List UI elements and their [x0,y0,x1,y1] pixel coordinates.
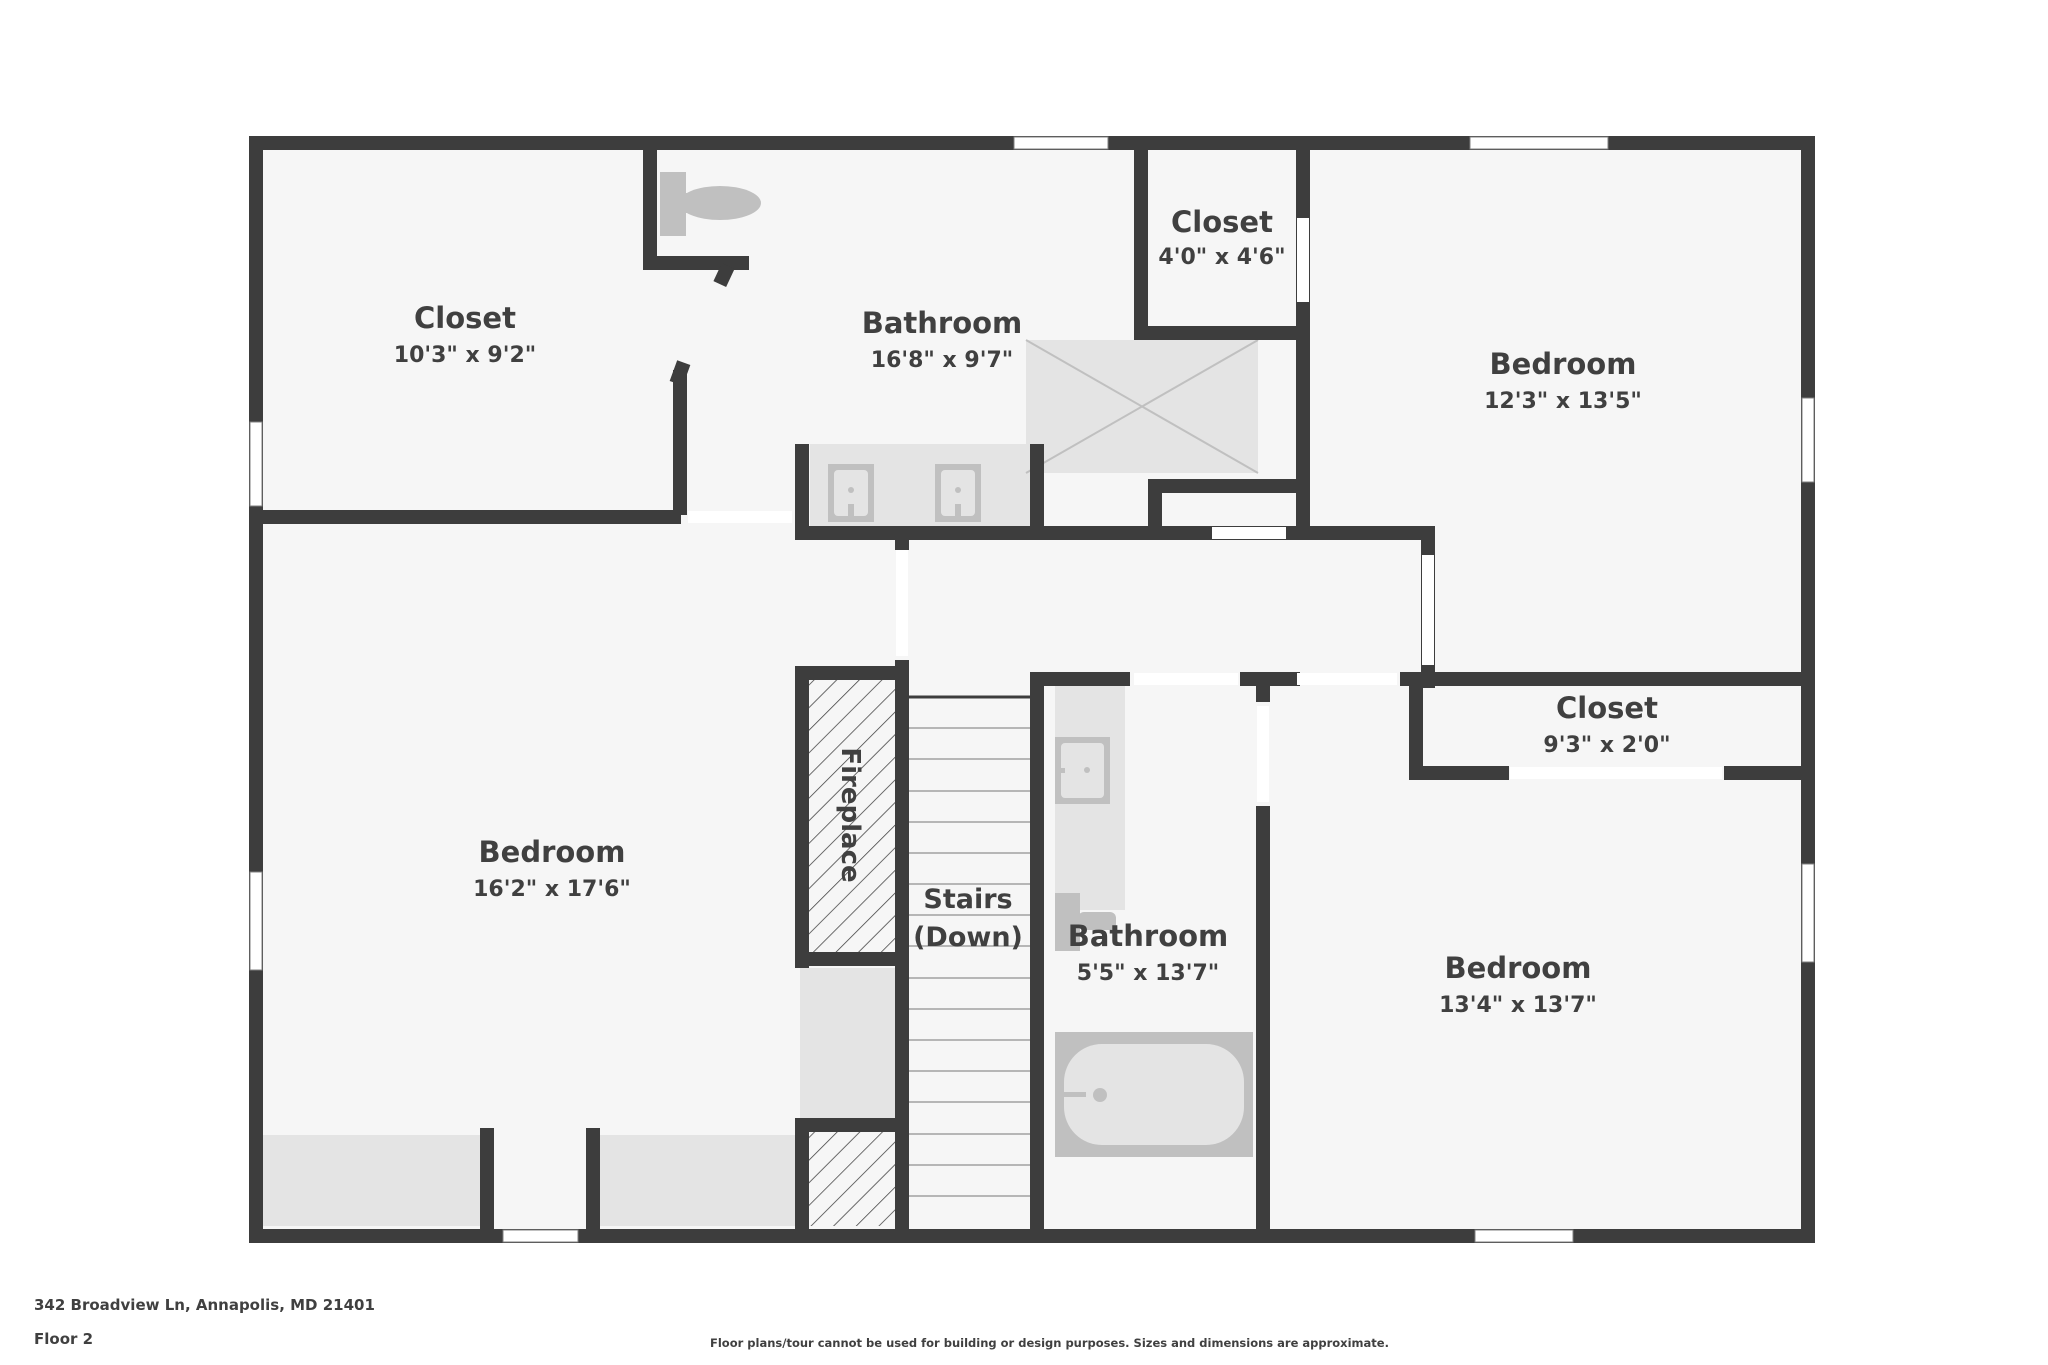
room-name: Bedroom [1490,347,1637,381]
fireplace-hatch [808,680,896,952]
fireplace-hatch [806,1132,896,1226]
property-address: 342 Broadview Ln, Annapolis, MD 21401 [34,1296,375,1314]
window [249,421,263,507]
window [1801,863,1815,963]
built-in-shelf [800,968,896,1120]
window [1474,1229,1574,1243]
floor-label: Floor 2 [34,1330,94,1348]
room-dimensions: 16'8" x 9'7" [871,348,1013,373]
room-name: Bedroom [1445,951,1592,985]
room-name: Closet [1556,691,1658,725]
bathtub-icon [1055,1032,1253,1157]
window [502,1229,579,1243]
room-dimensions: 12'3" x 13'5" [1484,389,1642,414]
stairs-label-direction: (Down) [913,922,1023,953]
room-dimensions: 9'3" x 2'0" [1543,733,1670,758]
window [249,871,263,971]
stairs-label: Stairs [923,884,1012,915]
room-name: Bathroom [1068,919,1229,953]
shower-icon [1025,339,1259,474]
fixtures [262,172,1259,1226]
sink-icon [1055,685,1125,910]
room-dimensions: 4'0" x 4'6" [1158,245,1285,270]
fireplace-label: Fireplace [835,747,865,882]
window [1469,136,1609,150]
room-dimensions: 10'3" x 9'2" [394,343,536,368]
built-in-shelf [600,1135,796,1226]
toilet-icon [1055,893,1116,951]
built-in-shelf [262,1135,480,1226]
room-dimensions: 5'5" x 13'7" [1077,961,1219,986]
disclaimer-text: Floor plans/tour cannot be used for buil… [710,1336,1389,1350]
room-labels: Closet 10'3" x 9'2" Bathroom 16'8" x 9'7… [394,205,1671,1018]
room-dimensions: 16'2" x 17'6" [473,877,631,902]
room-name: Bedroom [479,835,626,869]
stairs-icon [908,695,1030,1197]
room-dimensions: 13'4" x 13'7" [1439,993,1597,1018]
window [1013,136,1109,150]
double-vanity-icon [810,444,1032,528]
doorways [688,218,1722,802]
room-name: Bathroom [862,306,1023,340]
room-name: Closet [1171,205,1273,239]
windows [249,136,1815,1243]
room-name: Closet [414,301,516,335]
toilet-icon [660,172,761,236]
window [1801,397,1815,483]
